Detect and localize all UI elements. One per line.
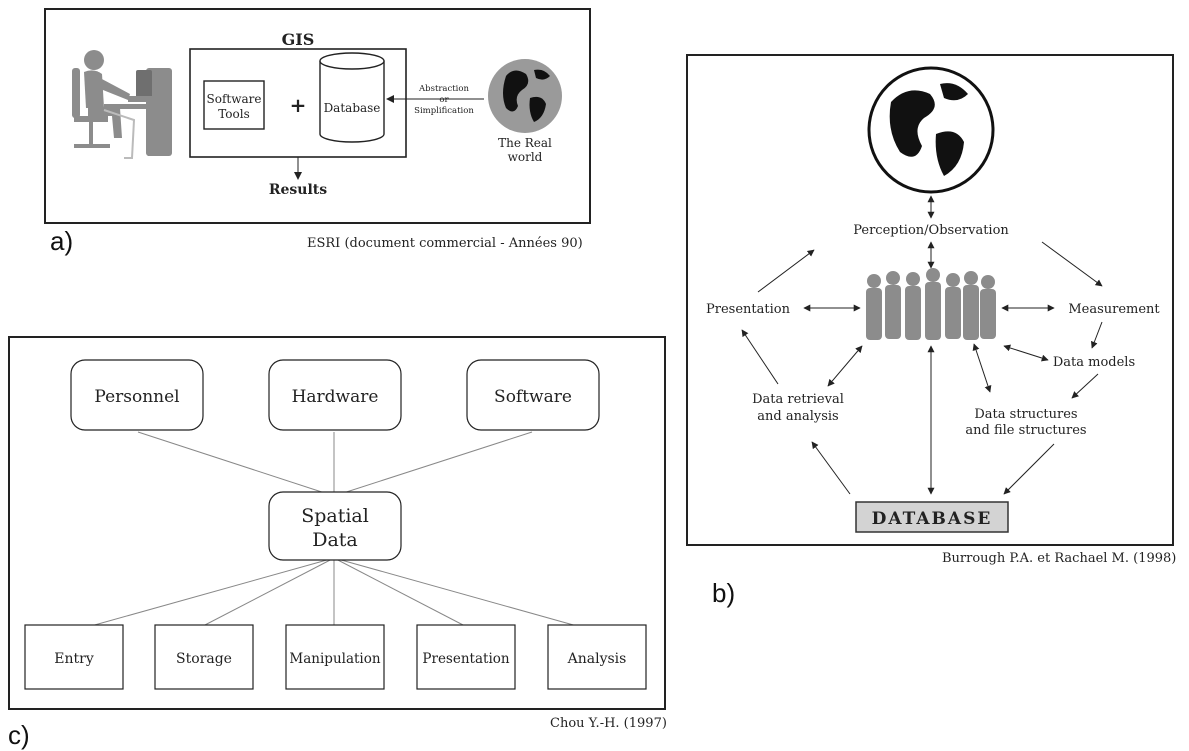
people-group-illustration: [866, 268, 996, 340]
node-analysis: [547, 624, 647, 690]
node-entry: [24, 624, 124, 690]
abstraction-label-2: or: [439, 95, 449, 105]
real-world-globe: [488, 59, 562, 133]
plus-sign: +: [290, 93, 307, 117]
panel-b-caption: Burrough P.A. et Rachael M. (1998): [942, 551, 1177, 566]
data-structures-label-2: and file structures: [965, 423, 1086, 438]
node-presentation-label: Presentation: [422, 651, 509, 667]
data-retrieval-label-2: and analysis: [757, 409, 838, 424]
node-hardware: [268, 359, 402, 431]
node-spatial-data-label-1: Spatial: [301, 505, 369, 527]
real-world-label-2: world: [508, 150, 543, 164]
presentation-label: Presentation: [706, 302, 791, 317]
measurement-label: Measurement: [1068, 302, 1160, 317]
node-software: [466, 359, 600, 431]
software-tools-label-2: Tools: [218, 107, 250, 121]
node-storage: [154, 624, 254, 690]
panel-b-diagram: Perception/Observation Presentation Meas…: [686, 54, 1174, 546]
node-manipulation: [285, 624, 385, 690]
abstraction-label-1: Abstraction: [418, 84, 470, 94]
perception-label: Perception/Observation: [853, 223, 1009, 238]
software-tools-label-1: Software: [207, 92, 262, 106]
node-software-label: Software: [494, 387, 572, 407]
panel-a-diagram: GIS Software Tools + Database Abstractio…: [44, 8, 591, 224]
software-tools-box: [203, 80, 265, 130]
node-spatial-data-label-2: Data: [312, 529, 358, 551]
panel-c-diagram: Personnel Hardware Software Spatial Data…: [8, 336, 666, 710]
results-label: Results: [269, 182, 327, 198]
panel-c-letter: c): [8, 720, 30, 750]
real-world-label-1: The Real: [498, 136, 552, 150]
panel-a-caption: ESRI (document commercial - Années 90): [307, 236, 583, 251]
person-leg-outline: [103, 109, 136, 159]
node-manipulation-label: Manipulation: [289, 651, 380, 667]
database-box: [855, 501, 1009, 533]
abstraction-label-3: Simplification: [414, 106, 474, 116]
panel-b-letter: b): [712, 578, 736, 608]
data-models-label: Data models: [1053, 355, 1135, 370]
panel-c-caption: Chou Y.-H. (1997): [550, 716, 667, 731]
database-cylinder: [319, 52, 385, 143]
globe-illustration: [867, 66, 995, 194]
node-storage-label: Storage: [176, 651, 232, 667]
computer-user-illustration: [72, 50, 172, 156]
data-retrieval-label-1: Data retrieval: [752, 392, 844, 407]
database-label: Database: [324, 101, 381, 115]
node-personnel: [70, 359, 204, 431]
node-presentation: [416, 624, 516, 690]
node-personnel-label: Personnel: [94, 387, 179, 407]
panel-a-letter: a): [50, 226, 74, 256]
node-hardware-label: Hardware: [292, 387, 379, 407]
database-box-label: DATABASE: [872, 509, 993, 529]
node-spatial-data: [268, 491, 402, 561]
data-structures-label-1: Data structures: [974, 407, 1077, 422]
node-analysis-label: Analysis: [567, 651, 627, 667]
gis-title: GIS: [282, 30, 315, 49]
node-entry-label: Entry: [54, 651, 94, 667]
